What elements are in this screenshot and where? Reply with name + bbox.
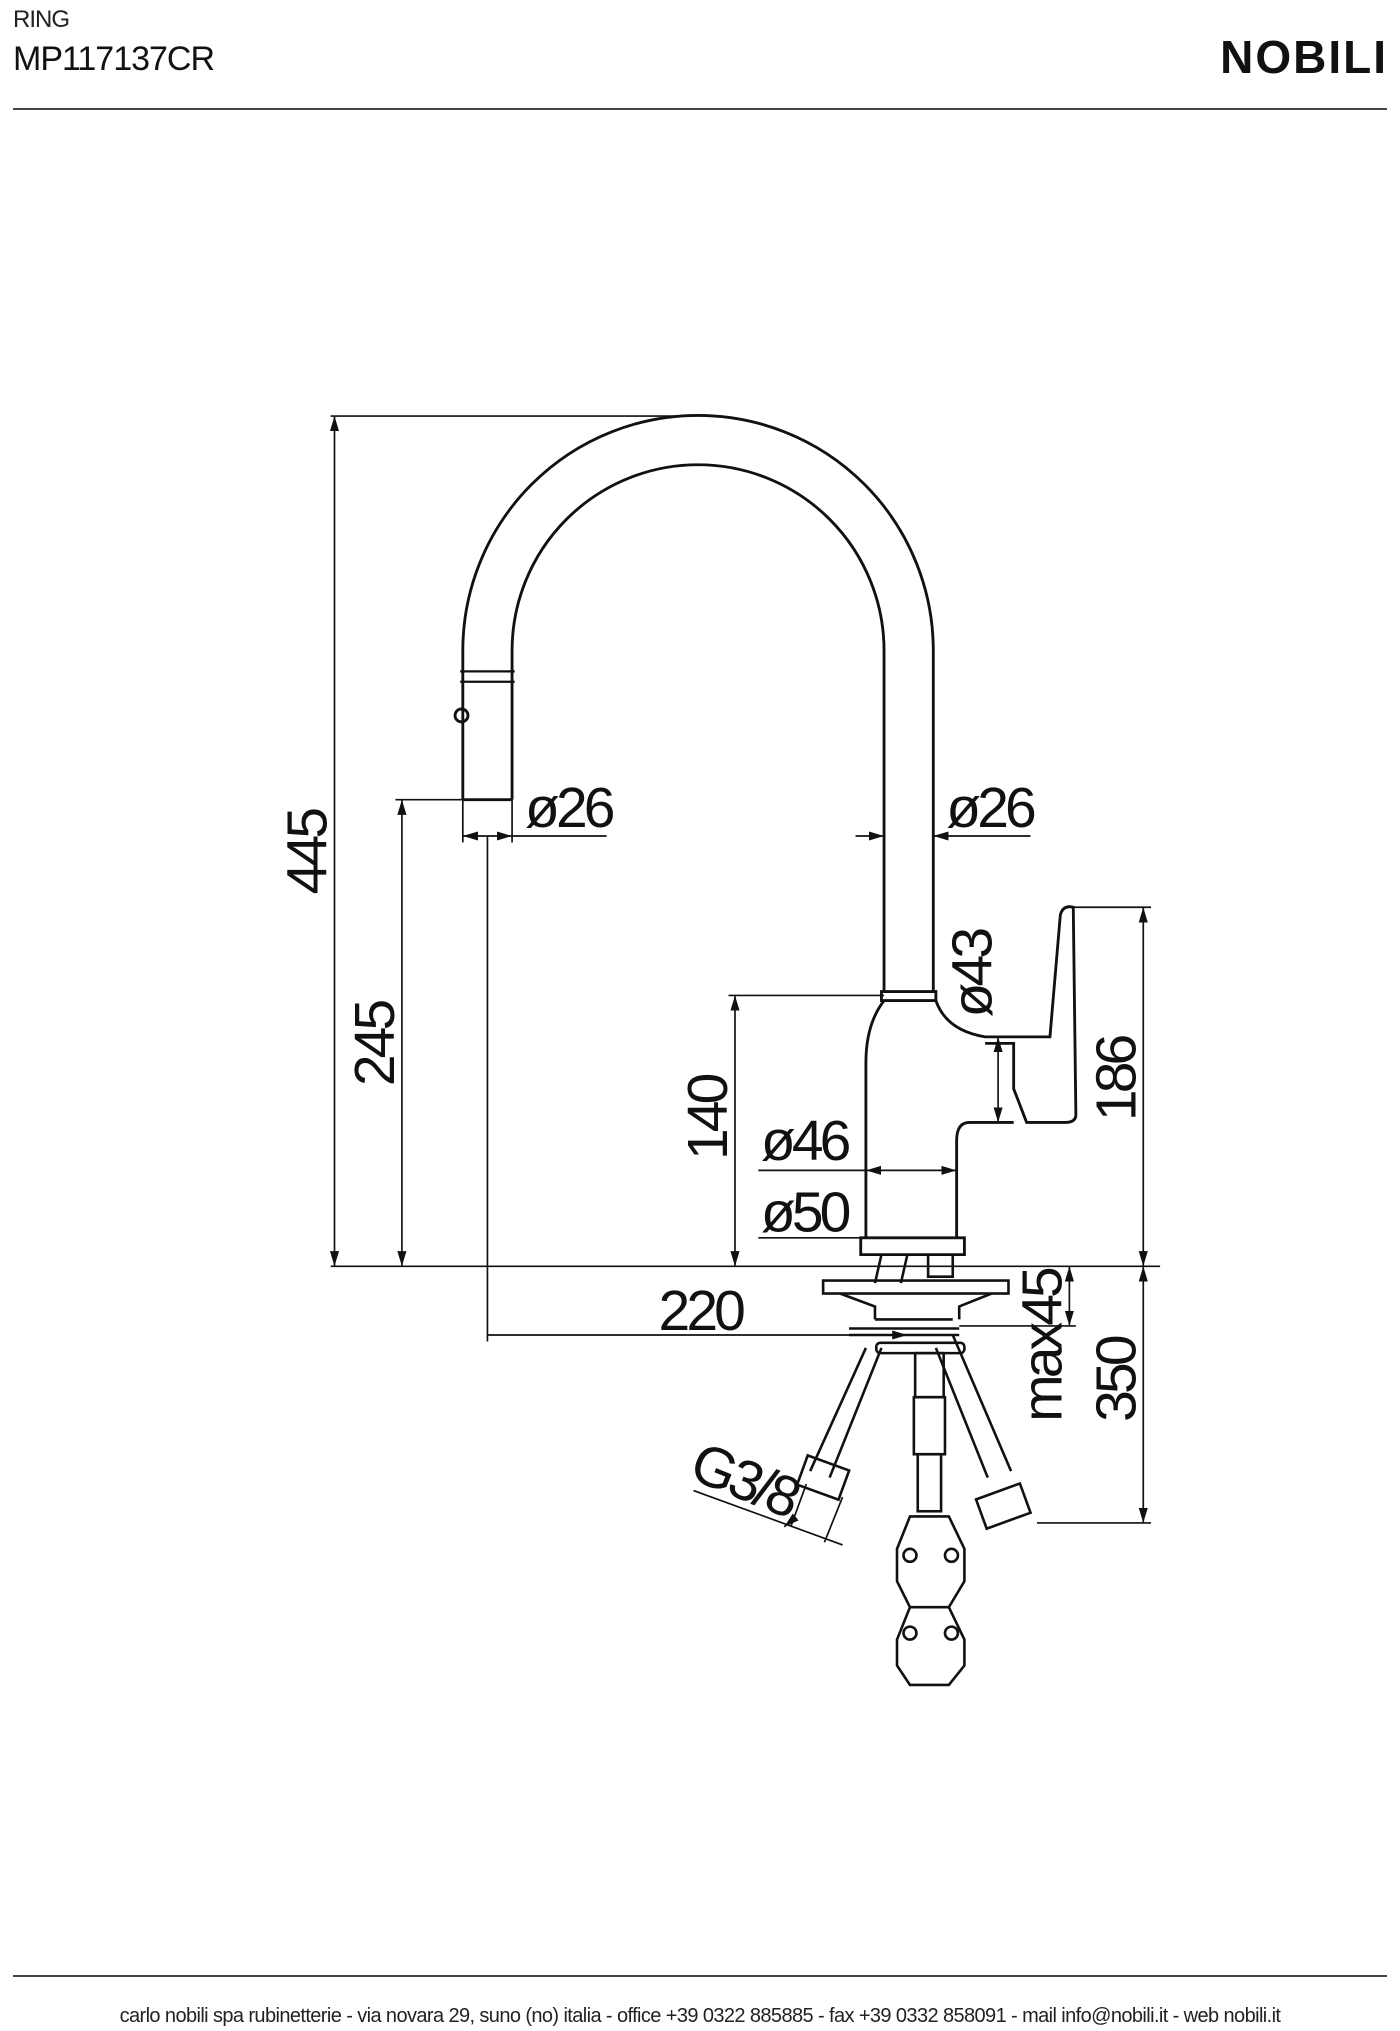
company-footer: carlo nobili spa rubinetterie - via nova… (119, 2005, 1281, 2027)
dim-body-height: 140 (676, 1074, 740, 1160)
mounting-kit (795, 1254, 1033, 1687)
dim-spout-diameter-right: ø26 (946, 776, 1035, 840)
product-code: MP117137CR (13, 40, 215, 78)
product-series: RING (13, 6, 70, 33)
brand-logo: NOBILI (1220, 31, 1388, 83)
dim-thread: G3/8 (682, 1430, 808, 1531)
dimension-lines (329, 415, 1161, 1546)
dim-body-diameter: ø46 (761, 1109, 850, 1173)
dimension-labels: 445 245 140 186 350 max45 ø43 ø26 ø26 ø4… (276, 776, 1149, 1531)
footer-divider (13, 1975, 1387, 1977)
dim-hose-length: 350 (1084, 1336, 1148, 1422)
dim-handle-height: 186 (1084, 1035, 1148, 1121)
dim-spout-diameter-left: ø26 (525, 776, 614, 840)
dim-total-height: 445 (276, 809, 340, 895)
header-divider (13, 108, 1387, 110)
dim-base-diameter: ø50 (761, 1180, 850, 1244)
dim-reach: 220 (659, 1279, 745, 1343)
faucet-outline (453, 413, 1078, 1257)
dim-spout-height: 245 (343, 1000, 407, 1086)
dim-max-deck: max45 (1011, 1268, 1075, 1422)
dim-neck-diameter: ø43 (941, 929, 1005, 1018)
